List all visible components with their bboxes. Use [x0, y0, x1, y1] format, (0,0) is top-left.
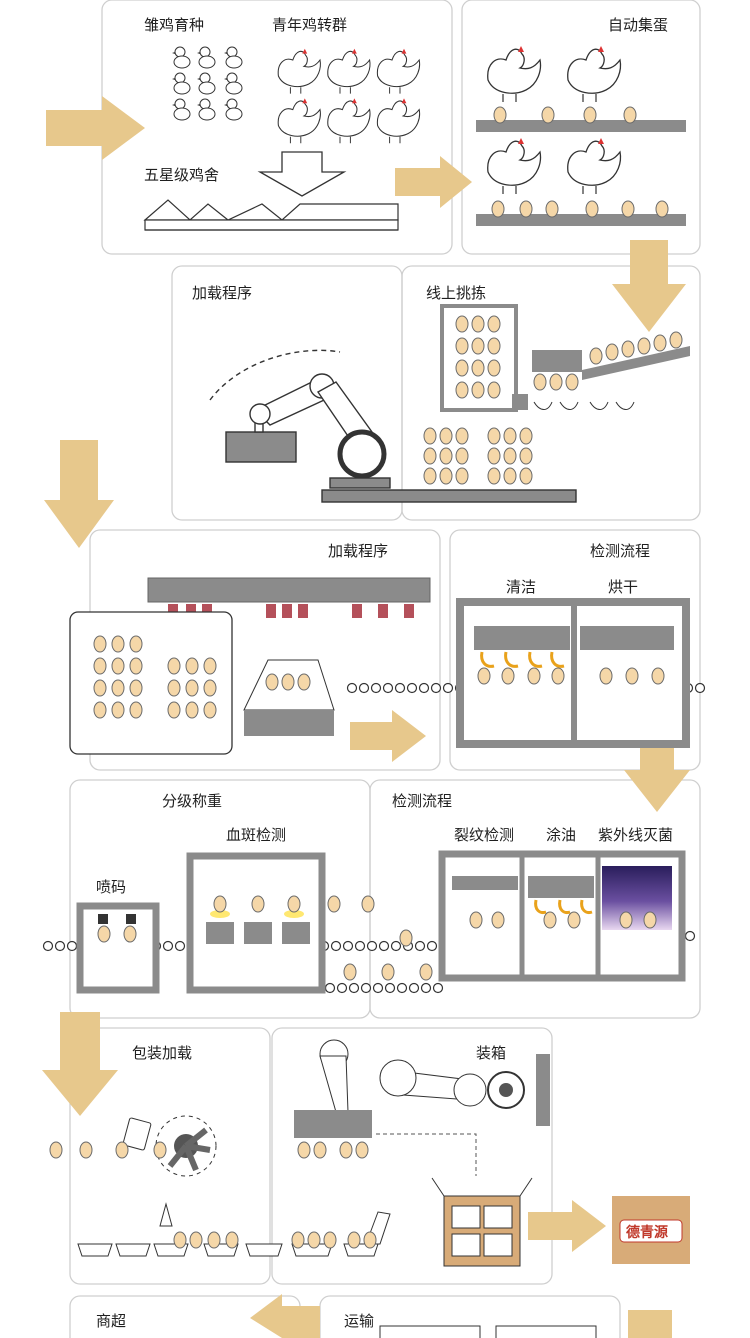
conveyor-roller [408, 982, 420, 994]
egg-hopper [243, 659, 335, 736]
conveyor-roller [378, 940, 390, 952]
label-blood-spot: 血斑检测 [226, 826, 287, 844]
conveyor-roller [342, 940, 354, 952]
inkjet-coder [76, 902, 160, 994]
panel-packaging [69, 1027, 271, 1285]
panel-sorting [401, 265, 701, 521]
conveyor-roller [346, 682, 358, 694]
egg-trays-loaded [423, 427, 533, 485]
flow-arrow-right-1 [46, 96, 145, 160]
label-cleaning: 清洁 [506, 578, 537, 596]
conveyor-roller [358, 682, 370, 694]
uv-lamp [602, 866, 672, 930]
conveyor-roller [370, 682, 382, 694]
flow-arrow-right-2 [395, 156, 472, 208]
conveyor-roller [162, 940, 174, 952]
flow-arrow-down-2 [44, 440, 114, 548]
conveyor-roller [348, 982, 360, 994]
blood-spot-detector [186, 852, 326, 994]
flow-arrow-down-5 [628, 1310, 672, 1338]
label-packaging-loading: 包装加载 [132, 1044, 193, 1062]
label-loading-program-2: 加载程序 [328, 542, 389, 560]
label-chick-breeding: 雏鸡育种 [144, 16, 205, 34]
flow-arrow-down-1 [612, 240, 686, 332]
label-supermarket: 商超 [96, 1312, 127, 1330]
panel-collection [461, 0, 701, 255]
conveyor-roller [42, 940, 54, 952]
transfer-down-arrow [257, 151, 347, 197]
conveyor-roller [382, 682, 394, 694]
packaging-rotor [49, 1115, 217, 1177]
loading-robot-arm [209, 349, 577, 503]
collection-line-bottom [476, 137, 686, 226]
grading-pickers [327, 895, 433, 981]
inspection-machine-2 [438, 850, 686, 982]
panel-boxing [271, 1027, 553, 1285]
label-uv-sterilization: 紫外线灭菌 [598, 826, 674, 844]
label-inspection-flow-1: 检测流程 [590, 542, 651, 560]
conveyor-roller [406, 682, 418, 694]
conveyor-roller [396, 982, 408, 994]
wash-dry-machine [456, 598, 690, 748]
conveyor-roller [354, 940, 366, 952]
conveyor-roller [324, 982, 336, 994]
flow-arrow-right-4 [528, 1200, 606, 1252]
boxing-robot [294, 1039, 550, 1176]
conveyor-roller [414, 940, 426, 952]
sorting-rack [440, 304, 690, 412]
label-crack-detection: 裂纹检测 [454, 826, 515, 844]
conveyor-roller [684, 930, 696, 942]
label-grading-weighing: 分级称重 [162, 792, 223, 810]
conveyor-roller [426, 940, 438, 952]
flow-arrow-right-3 [350, 710, 426, 762]
conveyor-roller [390, 940, 402, 952]
chick-group [171, 46, 243, 121]
panel-inspection-1 [449, 529, 701, 771]
transport-trucks [379, 1325, 597, 1338]
label-drying: 烘干 [608, 578, 639, 596]
conveyor-roller [442, 682, 454, 694]
conveyor-roller [384, 982, 396, 994]
label-young-flock-transfer: 青年鸡转群 [272, 16, 348, 34]
label-transport: 运输 [344, 1312, 375, 1330]
label-online-sorting: 线上挑拣 [426, 284, 487, 302]
collection-line-top [476, 45, 686, 132]
flow-arrow-down-4 [42, 1012, 118, 1116]
label-inkjet: 喷码 [96, 878, 127, 896]
conveyor-roller [372, 982, 384, 994]
conveyor-roller [366, 940, 378, 952]
egg-pickers [168, 604, 414, 618]
label-oiling: 涂油 [546, 826, 577, 844]
carton-line [77, 1202, 391, 1257]
label-inspection-flow-2: 检测流程 [392, 792, 453, 810]
source-tray-rack [69, 611, 233, 755]
conveyor-roller [418, 682, 430, 694]
conveyor-main-3 [324, 982, 444, 994]
label-boxing: 装箱 [476, 1044, 507, 1062]
brand-logo-text: 德青源 [626, 1225, 668, 1241]
conveyor-roller [336, 982, 348, 994]
conveyor-roller [694, 682, 706, 694]
young-hen-group [277, 48, 421, 144]
conveyor-roller [394, 682, 406, 694]
conveyor-roller [432, 982, 444, 994]
conveyor-roller [66, 940, 78, 952]
conveyor-roller [174, 940, 186, 952]
conveyor-roller [54, 940, 66, 952]
label-auto-collection: 自动集蛋 [608, 16, 669, 34]
shipping-box [431, 1177, 533, 1267]
conveyor-roller [420, 982, 432, 994]
label-loading-program-1: 加载程序 [192, 284, 253, 302]
label-henhouse: 五星级鸡舍 [144, 166, 220, 184]
loading-gantry [147, 577, 431, 603]
brand-box [612, 1196, 690, 1264]
conveyor-roller [360, 982, 372, 994]
henhouse [143, 199, 399, 231]
conveyor-roller [430, 682, 442, 694]
conveyor-roller [330, 940, 342, 952]
flow-arrow-left-5 [250, 1294, 320, 1338]
